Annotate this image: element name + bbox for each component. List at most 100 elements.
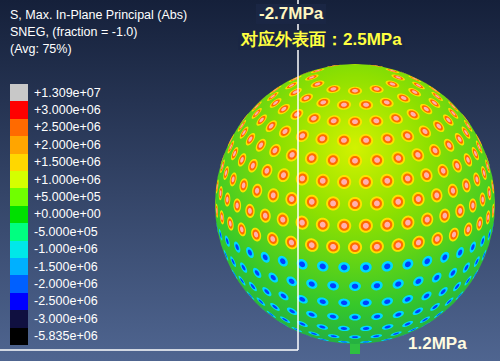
stress-spot xyxy=(478,144,481,149)
stress-spot xyxy=(246,133,255,146)
stress-spot xyxy=(480,192,486,206)
stress-spot xyxy=(339,221,349,231)
stress-spot xyxy=(303,334,309,336)
stress-spot xyxy=(239,224,245,234)
stress-spot xyxy=(255,104,259,108)
sphere-body xyxy=(215,64,495,344)
stress-spot xyxy=(308,331,319,335)
stress-spot xyxy=(456,247,464,258)
stress-spot xyxy=(267,311,276,318)
stress-spot xyxy=(302,71,312,75)
stress-spot xyxy=(285,236,298,250)
stress-spot xyxy=(320,222,326,228)
stress-spot xyxy=(431,232,442,246)
stress-spot xyxy=(216,204,218,218)
stress-spot xyxy=(225,194,229,204)
stress-spot xyxy=(370,334,382,338)
legend-value: +1.000e+06 xyxy=(34,173,101,187)
stress-spot xyxy=(371,281,383,291)
stress-spot xyxy=(433,120,444,132)
stress-spot xyxy=(363,327,369,330)
stress-spot xyxy=(374,244,380,250)
stress-spot xyxy=(384,264,390,270)
stress-spot xyxy=(331,341,335,343)
stress-spot xyxy=(391,114,401,122)
stress-spot xyxy=(305,195,318,209)
stress-spot xyxy=(380,218,394,232)
stress-spot xyxy=(360,326,372,331)
stress-spot xyxy=(456,135,463,144)
stress-spot xyxy=(278,256,288,267)
stress-spot xyxy=(475,177,478,183)
stress-spot xyxy=(465,224,471,234)
value-annotation: 1.2MPa xyxy=(405,334,470,354)
stress-spot xyxy=(339,177,349,187)
stress-spot xyxy=(316,174,330,188)
stress-spot xyxy=(292,110,301,118)
stress-spot xyxy=(363,179,369,185)
stress-spot xyxy=(220,232,222,238)
legend-value: -1.000e+06 xyxy=(34,242,98,256)
stress-spot xyxy=(393,75,403,79)
stress-spot xyxy=(348,197,362,211)
stress-spot xyxy=(380,174,394,188)
stress-spot xyxy=(330,87,336,90)
stress-spot xyxy=(309,281,315,286)
stress-spot xyxy=(216,208,218,214)
stress-spot xyxy=(307,197,317,207)
stress-spot xyxy=(350,64,360,65)
stress-spot xyxy=(326,240,340,253)
stress-spot xyxy=(393,197,403,207)
stress-spot xyxy=(239,122,245,131)
stress-spot xyxy=(287,83,296,88)
stress-spot xyxy=(240,127,249,139)
stress-spot xyxy=(261,252,270,263)
stress-spot xyxy=(408,88,421,97)
stress-spot xyxy=(425,217,430,223)
stress-spot xyxy=(369,115,383,126)
stress-spot xyxy=(395,281,401,286)
stress-spot xyxy=(363,103,369,107)
stress-spot xyxy=(327,313,339,320)
stress-spot xyxy=(382,297,393,305)
stress-spot xyxy=(269,312,274,316)
stress-spot xyxy=(384,222,390,228)
stress-spot xyxy=(449,186,456,196)
stress-spot xyxy=(273,148,278,153)
stress-spot xyxy=(472,269,478,279)
stress-spot xyxy=(359,100,373,110)
stress-spot xyxy=(271,99,279,106)
stress-spot xyxy=(307,113,321,124)
stress-spot xyxy=(307,240,317,250)
legend-frame xyxy=(297,0,299,350)
stress-spot xyxy=(231,174,236,184)
stress-spot xyxy=(384,100,390,104)
stress-spot xyxy=(478,138,481,143)
stress-spot xyxy=(309,155,315,161)
stress-spot xyxy=(482,197,484,203)
stress-spot xyxy=(264,289,269,294)
stress-spot xyxy=(393,153,403,163)
stress-spot xyxy=(241,180,247,190)
stress-spot xyxy=(247,135,254,144)
stress-spot xyxy=(419,126,431,138)
stress-spot xyxy=(403,131,413,140)
stress-spot xyxy=(352,64,358,65)
stress-spot xyxy=(220,210,224,224)
stress-spot xyxy=(408,327,419,332)
stress-spot xyxy=(476,141,483,154)
legend-swatch xyxy=(10,310,28,327)
stress-spot xyxy=(255,111,259,115)
legend-swatch xyxy=(10,136,28,153)
stress-spot xyxy=(269,93,277,100)
legend-value: +0.000e+00 xyxy=(34,207,101,221)
stress-spot xyxy=(230,172,237,186)
stress-spot xyxy=(232,269,238,279)
stress-spot xyxy=(488,188,491,198)
stress-spot xyxy=(285,82,298,90)
stress-spot xyxy=(329,117,339,125)
stress-spot xyxy=(449,228,459,242)
stress-spot xyxy=(240,123,243,128)
stress-spot xyxy=(277,213,289,227)
stress-spot xyxy=(260,209,271,223)
